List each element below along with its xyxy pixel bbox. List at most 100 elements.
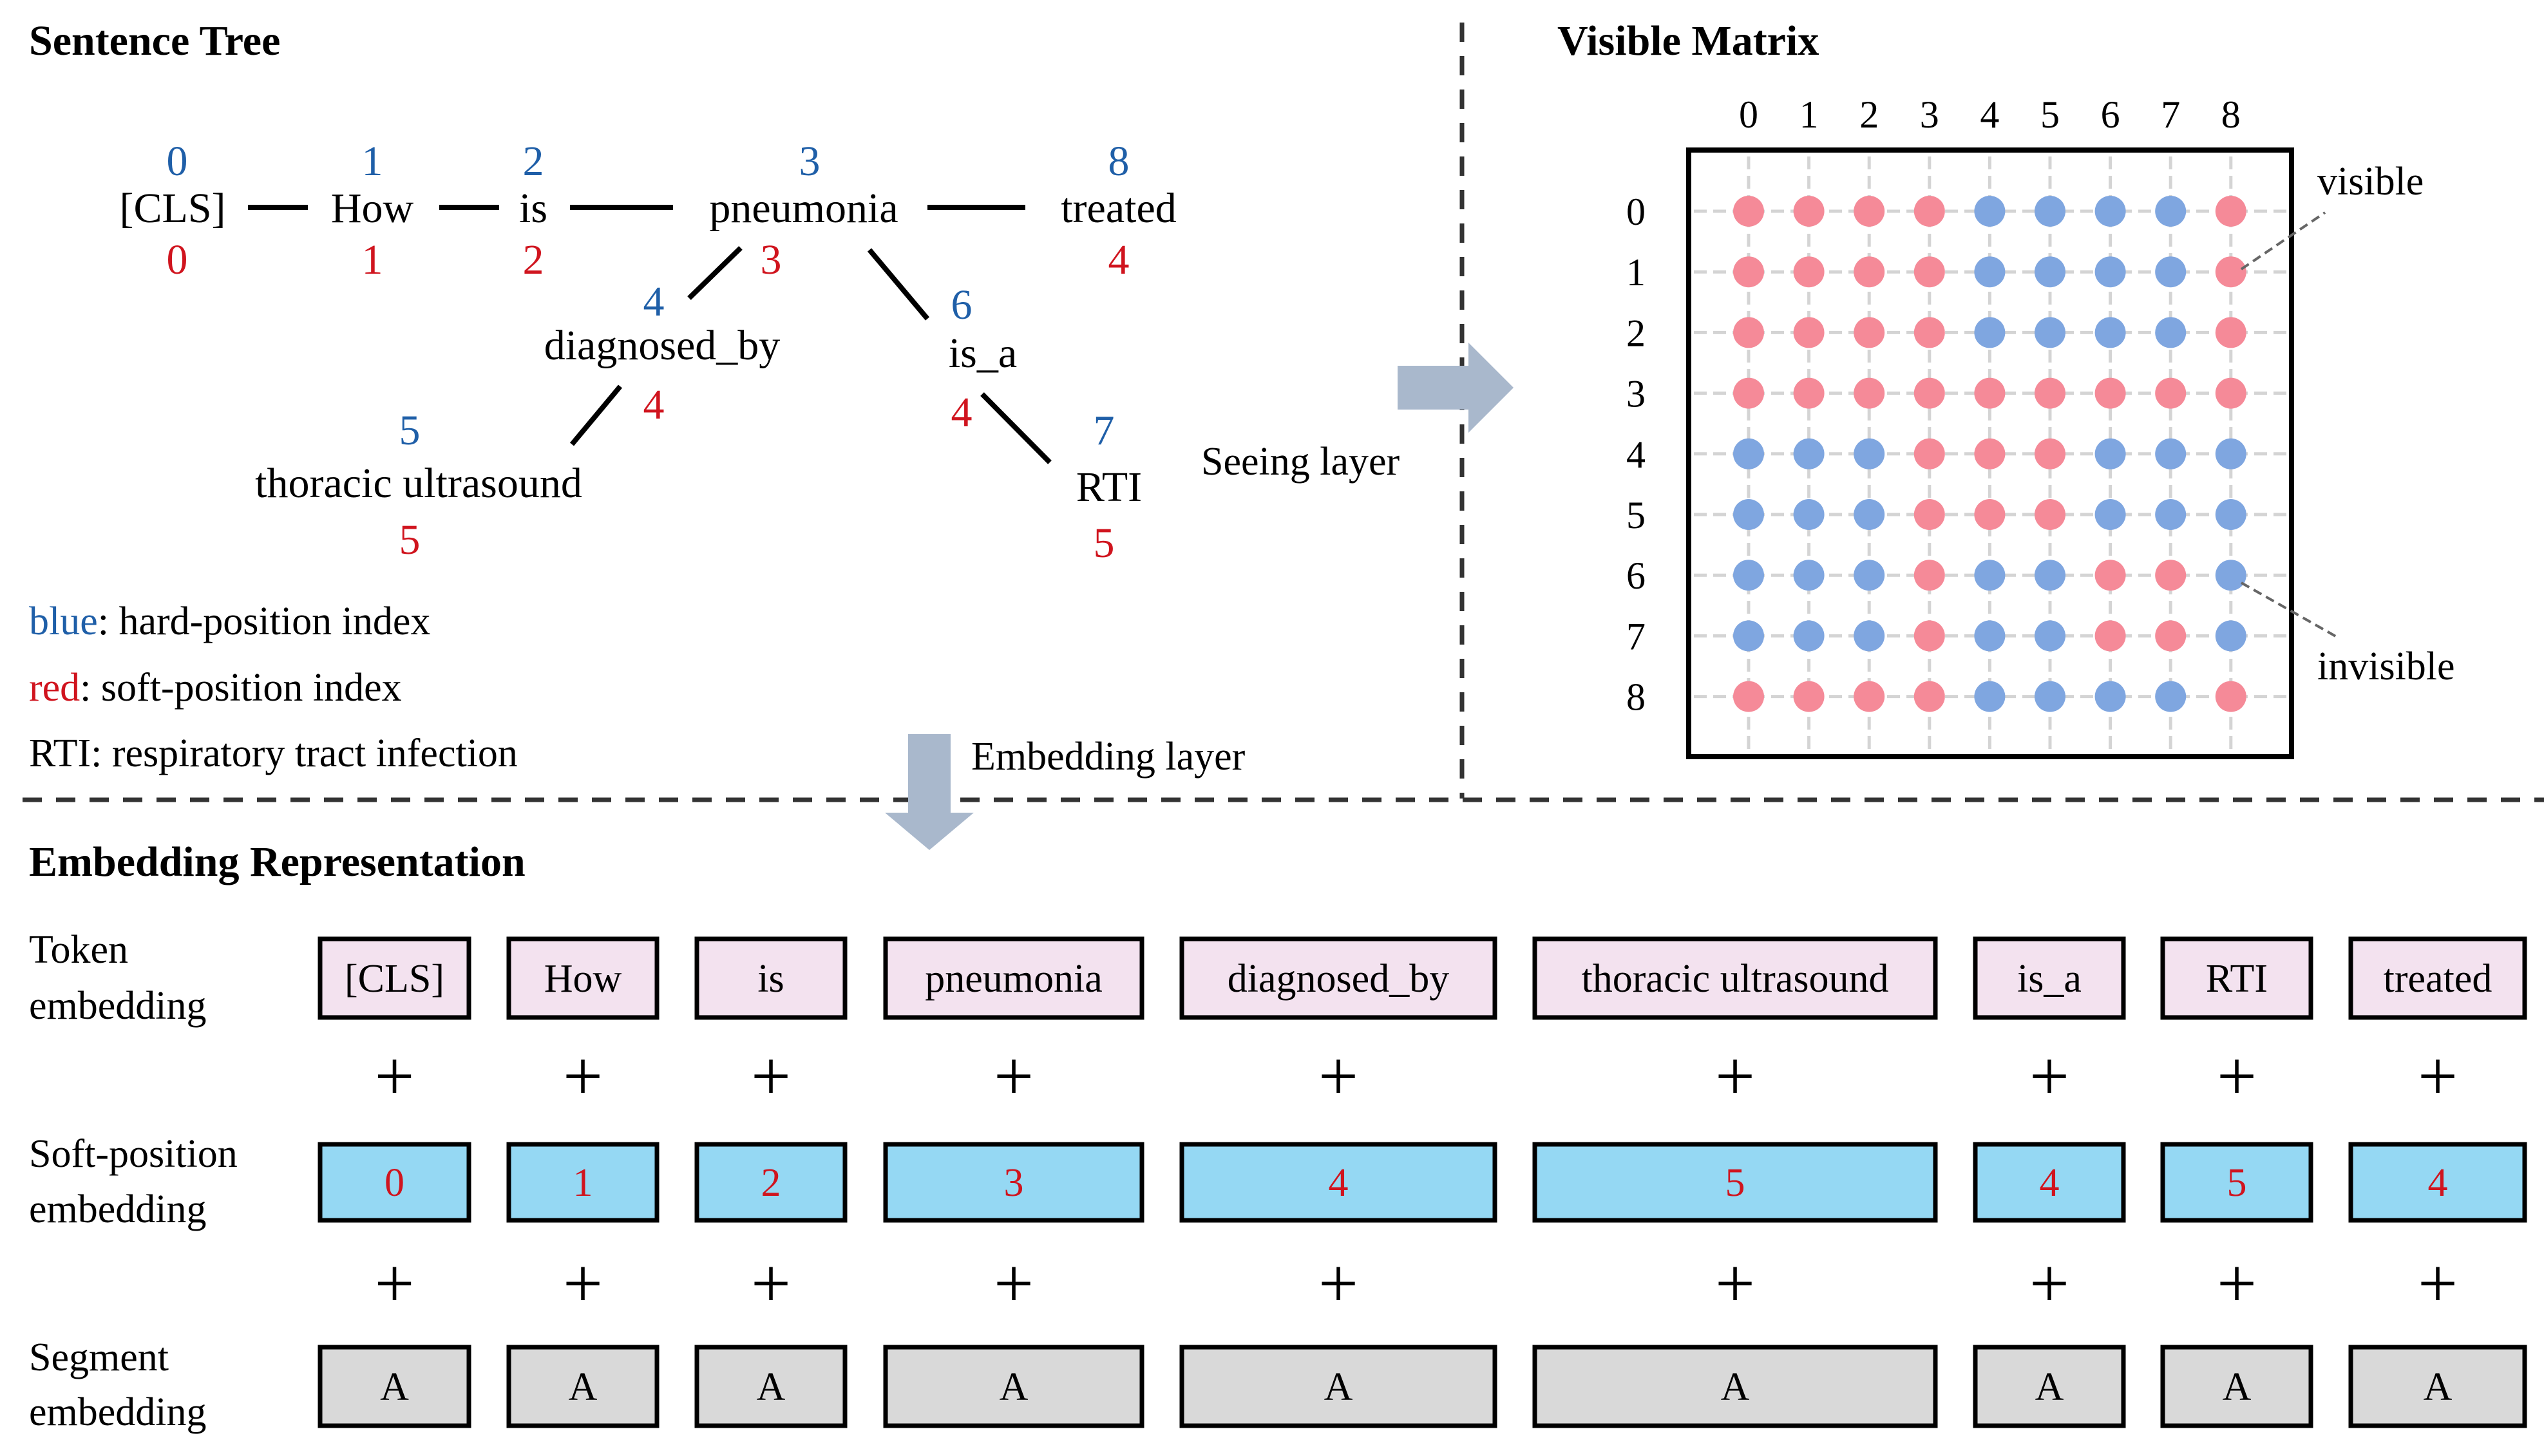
- box-rect: [2348, 1142, 2527, 1223]
- matrix-frame: [1686, 147, 2294, 759]
- visible-dot: [2155, 620, 2187, 652]
- visible-dot: [1793, 317, 1825, 348]
- soft-index: 4: [951, 389, 973, 436]
- segment-embedding-box: A: [318, 1345, 471, 1428]
- matrix-row-label: 0: [1626, 191, 1646, 233]
- plus-sign: +: [374, 1037, 414, 1115]
- box-rect: [883, 936, 1144, 1020]
- legend-blue: blue: hard-position index: [29, 600, 430, 643]
- invisible-dot: [1733, 620, 1764, 652]
- invisible-dot: [1974, 560, 2006, 591]
- box-label: 4: [1329, 1161, 1349, 1205]
- invisible-dot: [1793, 438, 1825, 469]
- box-label: 3: [1004, 1161, 1024, 1205]
- visible-dot: [2155, 377, 2187, 409]
- token-embedding-label-line2: embedding: [29, 984, 207, 1028]
- soft-position-embedding-box: 5: [2160, 1142, 2313, 1223]
- visible-dot: [1974, 377, 2006, 409]
- visible-dot: [2094, 560, 2126, 591]
- visible-dot: [1913, 499, 1945, 530]
- matrix-row-label: 3: [1626, 373, 1646, 415]
- matrix-column-label: 7: [2161, 93, 2180, 136]
- box-label: 4: [2040, 1161, 2060, 1205]
- invisible-dot: [2035, 317, 2065, 348]
- invisible-pointer: [2241, 581, 2339, 639]
- invisible-dot: [2155, 499, 2187, 530]
- visible-dot: [1913, 256, 1945, 288]
- soft-position-embedding-box: 0: [318, 1142, 471, 1223]
- node-word: treated: [1061, 185, 1177, 232]
- plus-sign: +: [751, 1037, 791, 1115]
- visible-dot: [1854, 317, 1885, 348]
- soft-position-embedding-label-line2: embedding: [29, 1187, 207, 1231]
- soft-position-embedding-label-line1: Soft-position: [29, 1132, 238, 1176]
- visible-dot: [1854, 196, 1885, 227]
- visible-dot: [2035, 499, 2065, 530]
- invisible-dot: [1854, 499, 1885, 530]
- tree-node-rti: 7 RTI 5: [1076, 407, 1142, 567]
- segment-embedding-box: A: [1532, 1345, 1938, 1428]
- box-label: treated: [2384, 957, 2492, 1001]
- visible-matrix-title: Visible Matrix: [1557, 17, 1819, 64]
- invisible-dot: [2035, 620, 2065, 652]
- segment-embedding-box: A: [883, 1345, 1144, 1428]
- invisible-dot: [2035, 560, 2065, 591]
- token-embedding-box: pneumonia: [883, 936, 1144, 1020]
- invisible-dot: [1733, 499, 1764, 530]
- soft-position-embedding-box: 1: [506, 1142, 660, 1223]
- box-label: RTI: [2206, 957, 2268, 1001]
- tree-node-how: 1 How 1: [331, 138, 414, 283]
- soft-index: 2: [523, 236, 544, 283]
- segment-embedding-box: A: [1973, 1345, 2126, 1428]
- edge-diagnosed-thoracic: [569, 384, 623, 446]
- soft-index: 3: [761, 236, 782, 283]
- box-label: is: [757, 957, 784, 1001]
- box-rect: [1179, 1345, 1497, 1428]
- visible-dot: [1793, 681, 1825, 712]
- token-embedding-label-line1: Token: [29, 928, 128, 972]
- invisible-dot: [2094, 317, 2126, 348]
- token-embedding-box: is: [694, 936, 848, 1020]
- legend-blue-word: blue: [29, 600, 98, 643]
- visible-dot: [1913, 438, 1945, 469]
- node-word: diagnosed_by: [544, 322, 781, 369]
- tree-node-is: 2 is 2: [519, 138, 547, 283]
- invisible-dot: [1854, 620, 1885, 652]
- visible-dot: [1913, 620, 1945, 652]
- segment-embedding-box: A: [2348, 1345, 2527, 1428]
- visible-dot: [2215, 377, 2246, 409]
- soft-index: 5: [399, 516, 421, 563]
- invisible-dot: [2155, 438, 2187, 469]
- invisible-dot: [2215, 560, 2246, 591]
- invisible-dot: [1793, 620, 1825, 652]
- sentence-tree-title: Sentence Tree: [29, 17, 280, 64]
- box-label: 5: [2227, 1161, 2247, 1205]
- token-embedding-box: How: [506, 936, 660, 1020]
- invisible-dot: [2035, 256, 2065, 288]
- box-rect: [2160, 936, 2313, 1020]
- invisible-dot: [1974, 620, 2006, 652]
- plus-sign: +: [2029, 1244, 2069, 1323]
- legend-red: red: soft-position index: [29, 666, 402, 710]
- box-rect: [1973, 936, 2126, 1020]
- visible-dot: [1793, 256, 1825, 288]
- soft-position-embedding-box: 4: [1973, 1142, 2126, 1223]
- segment-embedding-box: A: [2160, 1345, 2313, 1428]
- legend-rti: RTI: respiratory tract infection: [29, 732, 518, 775]
- token-embedding-box: treated: [2348, 936, 2527, 1020]
- soft-index: 0: [167, 236, 188, 283]
- invisible-dot: [2094, 256, 2126, 288]
- plus-sign: +: [1715, 1037, 1755, 1115]
- node-word: [CLS]: [120, 185, 226, 232]
- soft-position-embedding-box: 3: [883, 1142, 1144, 1223]
- visible-label: visible: [2317, 160, 2424, 203]
- box-rect: [1532, 1142, 1938, 1223]
- matrix-column-label: 2: [1859, 93, 1879, 136]
- visible-dot: [1793, 196, 1825, 227]
- segment-embedding-label-line2: embedding: [29, 1390, 207, 1434]
- node-word: is_a: [949, 330, 1017, 377]
- visible-dot: [1733, 681, 1764, 712]
- invisible-dot: [2035, 681, 2065, 712]
